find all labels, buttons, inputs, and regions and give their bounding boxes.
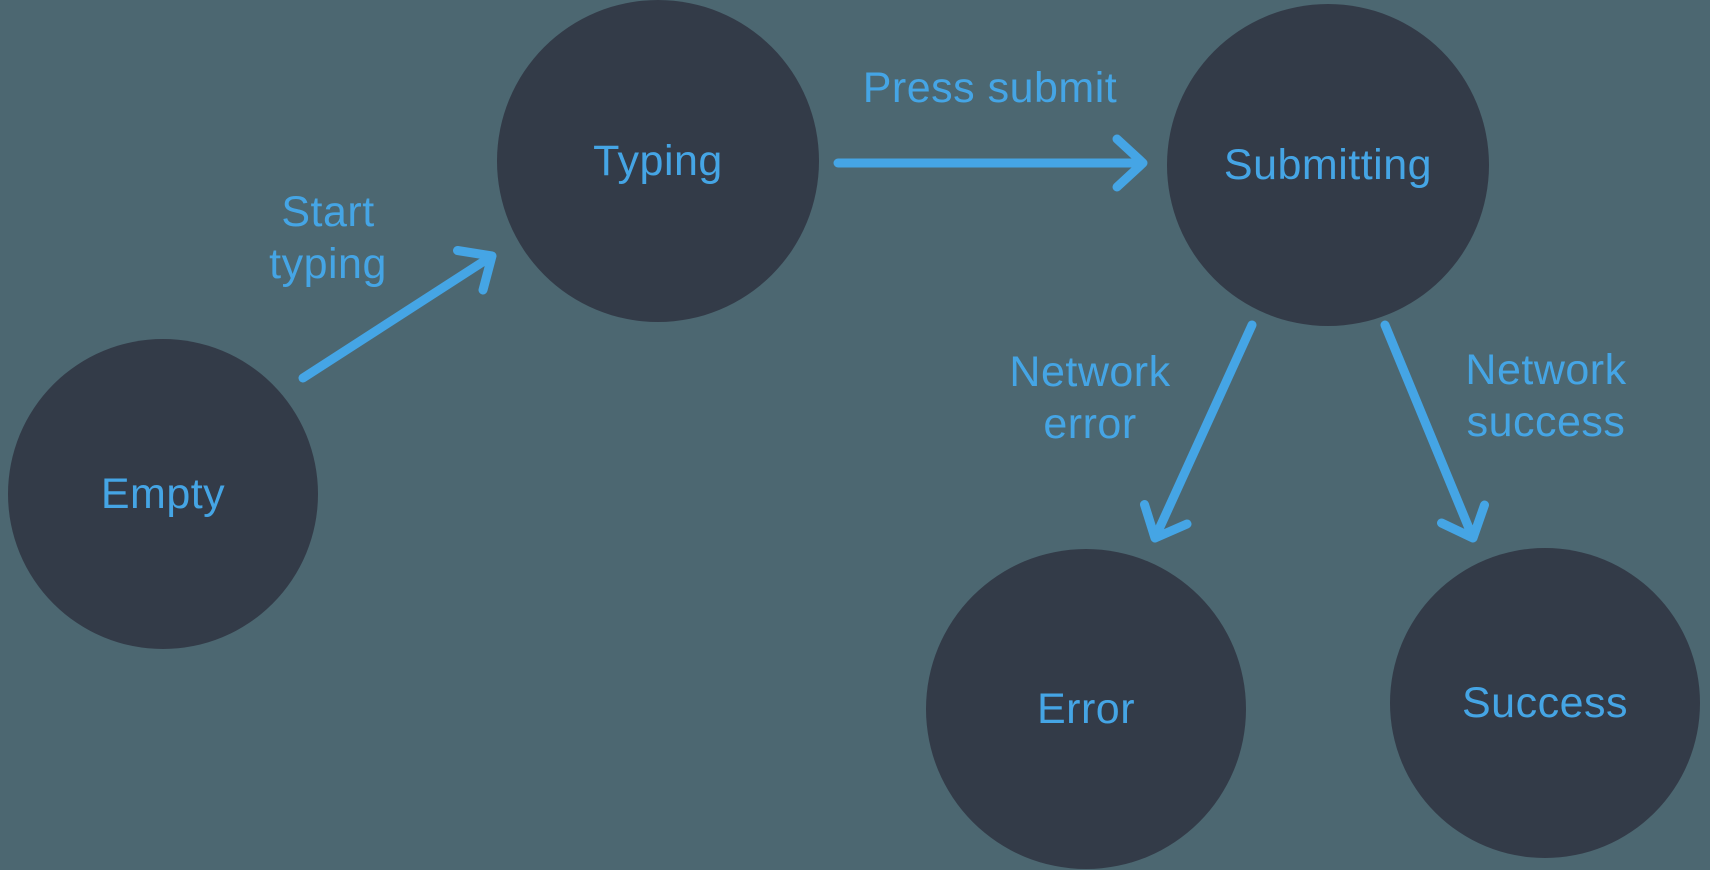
transition-arrow-submitting-to-success — [1380, 320, 1489, 543]
state-node-typing: Typing — [497, 0, 819, 322]
state-node-empty: Empty — [8, 339, 318, 649]
state-label-submitting: Submitting — [1223, 140, 1433, 189]
state-label-typing: Typing — [593, 136, 723, 185]
state-label-success: Success — [1461, 678, 1628, 727]
transition-arrow-submitting-to-error — [1140, 320, 1257, 543]
transition-label-network-error: Network error — [1009, 348, 1171, 448]
transition-arrow-empty-to-typing — [298, 246, 497, 383]
state-node-submitting: Submitting — [1167, 4, 1489, 326]
transition-label-start-typing: Start typing — [269, 188, 387, 288]
state-label-error: Error — [1036, 684, 1136, 733]
transition-label-network-success: Network success — [1465, 346, 1627, 446]
state-label-empty: Empty — [100, 469, 226, 518]
transition-arrow-typing-to-submitting — [833, 134, 1148, 192]
state-node-error: Error — [926, 549, 1246, 869]
state-node-success: Success — [1390, 548, 1700, 858]
transition-label-press-submit: Press submit — [862, 64, 1118, 112]
